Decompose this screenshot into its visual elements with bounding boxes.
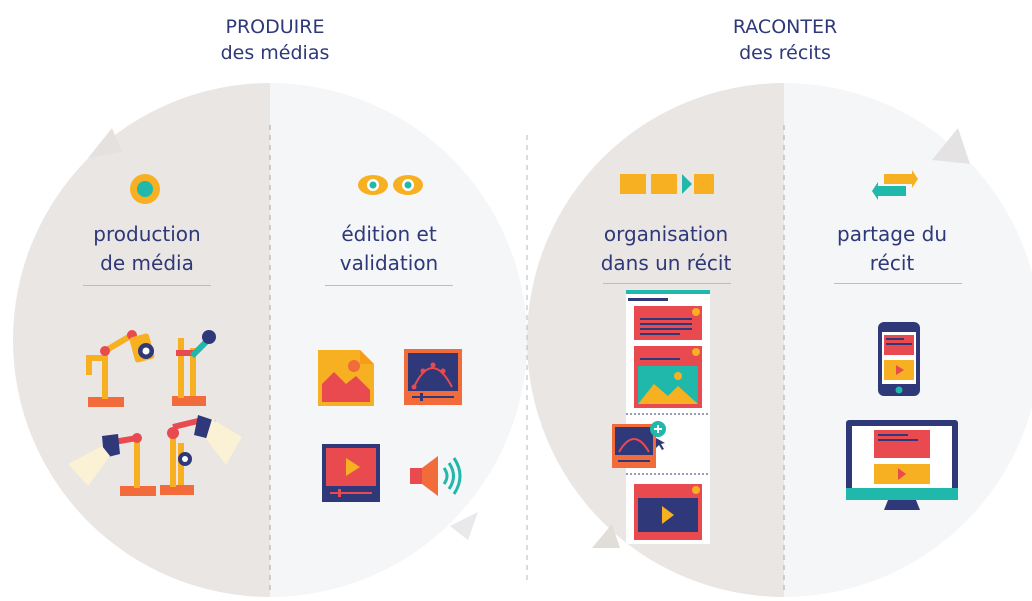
step-edition-line2: validation: [339, 251, 439, 275]
step-production-line1: production: [93, 222, 201, 246]
step-partage-line2: récit: [869, 251, 915, 275]
step-partage-line1: partage du: [837, 222, 947, 246]
step-partage-underline: [834, 283, 962, 284]
step-partage: partage du récit: [792, 220, 992, 278]
speaker-icon: [410, 456, 462, 496]
monitor-icon: [846, 420, 958, 510]
eyes-icon: [358, 175, 423, 195]
step-organisation-line2: dans un récit: [600, 251, 732, 275]
video-icon: [322, 444, 380, 502]
left-heading-line2: des médias: [220, 42, 330, 64]
step-production: production de média: [47, 220, 247, 278]
step-edition: édition et validation: [289, 220, 489, 278]
camera-arm-icon: [86, 330, 155, 407]
cycle-arrow-icon: [932, 128, 970, 164]
lamp-arm-icon: [68, 433, 156, 496]
step-edition-underline: [325, 285, 453, 286]
step-production-underline: [83, 285, 211, 286]
microphone-arm-icon: [172, 330, 216, 406]
sequence-arrow-icon: [620, 174, 714, 194]
cycle-arrow-icon: [450, 512, 478, 540]
left-heading-line1: PRODUIRE: [225, 16, 325, 38]
cycle-arrow-icon: [88, 128, 122, 158]
swap-arrows-icon: [872, 170, 918, 200]
step-organisation-underline: [603, 283, 731, 284]
step-organisation-line1: organisation: [603, 222, 729, 246]
right-heading: RACONTER des récits: [680, 14, 890, 66]
phone-icon: [878, 322, 920, 396]
step-organisation: organisation dans un récit: [566, 220, 766, 278]
curve-editor-icon: [404, 349, 462, 405]
left-heading: PRODUIRE des médias: [170, 14, 380, 66]
step-edition-line1: édition et: [341, 222, 437, 246]
cycle-arrow-icon: [592, 524, 620, 548]
step-production-line2: de média: [100, 251, 194, 275]
circle-dot-icon: [130, 174, 160, 204]
story-layout-icon: [612, 290, 710, 544]
image-icon: [318, 350, 374, 406]
spotlight-arm-icon: [160, 415, 242, 495]
right-heading-line2: des récits: [739, 42, 831, 64]
right-heading-line1: RACONTER: [732, 16, 838, 38]
